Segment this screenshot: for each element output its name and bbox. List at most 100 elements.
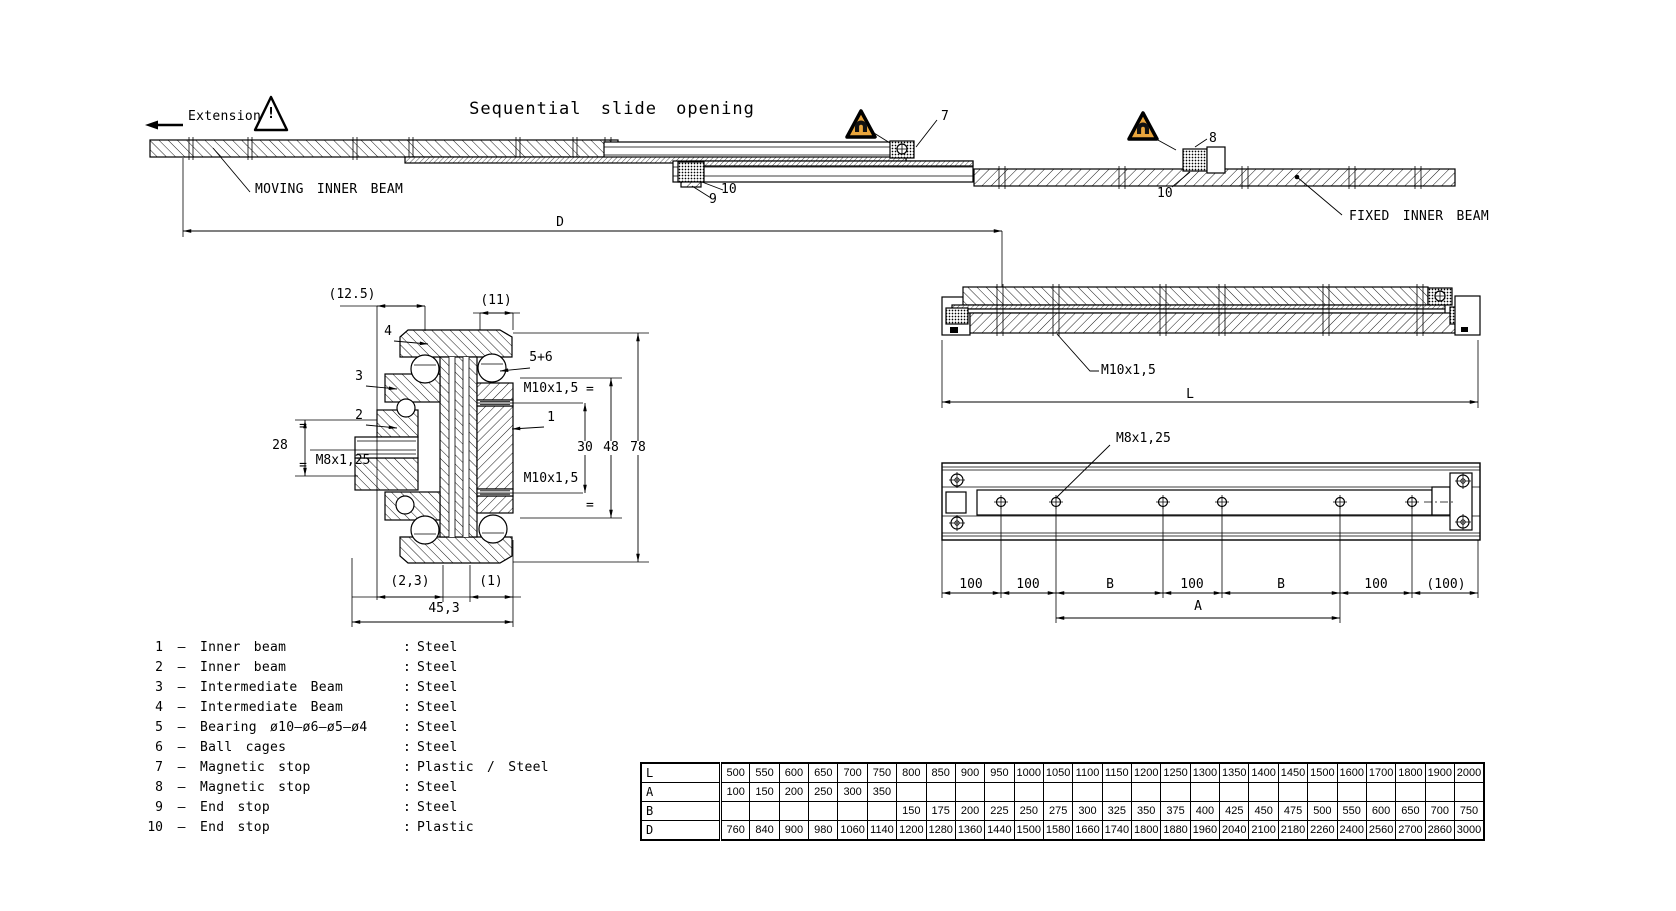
parts-list-row: 3 – Intermediate Beam : Steel — [143, 677, 549, 697]
part-material: Steel — [417, 639, 458, 655]
part-number: 4 — [155, 699, 163, 715]
size-cell-L: 2000 — [1453, 762, 1485, 783]
seg-100-paren: (100) — [1426, 577, 1466, 592]
size-cell-A — [1160, 782, 1191, 802]
size-cell-L: 1450 — [1277, 762, 1309, 783]
size-cell-D: 1360 — [954, 820, 986, 841]
m8-label: M8x1,25 — [315, 453, 371, 468]
dim-11: (11) — [480, 293, 512, 308]
end-stop-9-10 — [677, 161, 705, 183]
part-colon: : — [403, 759, 411, 775]
size-cell-D: 1060 — [837, 820, 868, 841]
m10-bottom-label: M10x1,5 — [523, 471, 579, 486]
size-cell-A — [954, 782, 986, 802]
part-colon: : — [403, 819, 411, 835]
part-dash: – — [177, 799, 186, 815]
size-cell-B: 325 — [1101, 801, 1133, 821]
size-row-label-B: B — [640, 801, 722, 821]
part-number: 2 — [155, 659, 163, 675]
parts-list-row: 8 – Magnetic stop : Steel — [143, 777, 549, 797]
size-cell-D: 840 — [749, 820, 780, 841]
size-cell-L: 1150 — [1101, 762, 1133, 783]
parts-list-row: 6 – Ball cages : Steel — [143, 737, 549, 757]
size-cell-B: 350 — [1131, 801, 1162, 821]
size-cell-L: 1700 — [1365, 762, 1397, 783]
size-cell-A — [1072, 782, 1103, 802]
magnetic-stop-8 — [1182, 148, 1208, 172]
part-dash: – — [177, 819, 186, 835]
part-colon: : — [403, 699, 411, 715]
seg-100-4: 100 — [1364, 577, 1388, 592]
size-cell-B: 225 — [984, 801, 1015, 821]
part-material: Steel — [417, 699, 458, 715]
size-cell-L: 1000 — [1013, 762, 1044, 783]
moving-beam-label: MOVING INNER BEAM — [255, 182, 404, 197]
size-cell-L: 850 — [925, 762, 956, 783]
size-cell-D: 1800 — [1131, 820, 1162, 841]
size-cell-A — [1189, 782, 1221, 802]
size-cell-L: 1600 — [1336, 762, 1367, 783]
part-name: Bearing ø10–ø6–ø5–ø4 — [200, 719, 368, 735]
closed-top-beam — [962, 286, 1429, 306]
size-cell-D: 1280 — [925, 820, 956, 841]
parts-list-row: 7 – Magnetic stop : Plastic / Steel — [143, 757, 549, 777]
size-cell-D: 1140 — [866, 820, 898, 841]
size-cell-D: 1500 — [1013, 820, 1044, 841]
part-colon: : — [403, 779, 411, 795]
size-cell-L: 650 — [808, 762, 839, 783]
equal-tick-3: = — [299, 419, 307, 434]
mounting-view — [941, 444, 1481, 623]
size-cell-B: 200 — [954, 801, 986, 821]
size-cell-B: 400 — [1189, 801, 1221, 821]
size-cell-L: 600 — [778, 762, 810, 783]
dim-d-label: D — [556, 215, 564, 230]
part-material: Steel — [417, 739, 458, 755]
m10-thread-bottom — [476, 488, 514, 497]
size-cell-A: 300 — [837, 782, 868, 802]
size-cell-A — [984, 782, 1015, 802]
dim-78: 78 — [628, 440, 648, 455]
size-cell-B: 175 — [925, 801, 956, 821]
size-cell-A — [1101, 782, 1133, 802]
callout-2: 2 — [355, 408, 363, 423]
parts-list-row: 2 – Inner beam : Steel — [143, 657, 549, 677]
size-cell-D: 1960 — [1189, 820, 1221, 841]
cross-section-view — [295, 304, 649, 627]
size-cell-B: 425 — [1219, 801, 1250, 821]
size-cell-D: 760 — [719, 820, 751, 841]
part-material: Steel — [417, 659, 458, 675]
size-cell-A — [1013, 782, 1044, 802]
size-cell-B — [837, 801, 868, 821]
size-cell-B: 550 — [1336, 801, 1367, 821]
part-number: 6 — [155, 739, 163, 755]
part-dash: – — [177, 739, 186, 755]
dim-28: 28 — [272, 438, 288, 453]
size-cell-A — [1424, 782, 1455, 802]
size-cell-L: 950 — [984, 762, 1015, 783]
size-cell-B: 300 — [1072, 801, 1103, 821]
top-view-extended-slide — [145, 95, 1456, 287]
corner-holes — [949, 472, 1471, 531]
size-cell-L: 700 — [837, 762, 868, 783]
mounting-slot — [976, 489, 1433, 516]
size-cell-D: 2400 — [1336, 820, 1367, 841]
parts-list-row: 4 – Intermediate Beam : Steel — [143, 697, 549, 717]
callout-5-6: 5+6 — [529, 350, 553, 365]
size-cell-L: 500 — [719, 762, 751, 783]
seg-100-2: 100 — [1016, 577, 1040, 592]
size-cell-A: 200 — [778, 782, 810, 802]
dim-a-label: A — [1194, 599, 1202, 614]
part-material: Steel — [417, 799, 458, 815]
callout-10-left: 10 — [721, 182, 737, 197]
m8-holes-row — [994, 495, 1419, 509]
size-cell-L: 1900 — [1424, 762, 1455, 783]
size-cell-D: 2700 — [1395, 820, 1426, 841]
part-number: 10 — [147, 819, 163, 835]
part-colon: : — [403, 739, 411, 755]
section-center-column — [439, 356, 478, 538]
part-name: Magnetic stop — [200, 759, 311, 775]
part-material: Steel — [417, 679, 458, 695]
size-cell-B: 650 — [1395, 801, 1426, 821]
